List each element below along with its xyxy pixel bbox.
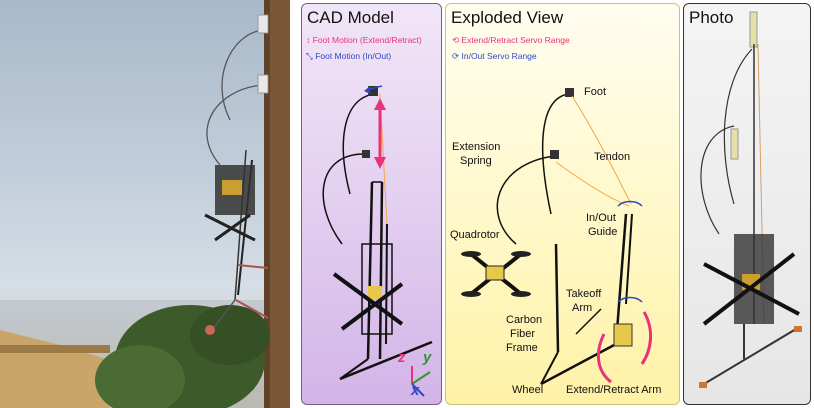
cad-model-title: CAD Model	[307, 8, 394, 27]
curved-double-arrow-icon: ⟲	[452, 35, 460, 45]
wall	[268, 0, 290, 408]
exploded-view-panel: Exploded View ⟲ Extend/Retract Servo Ran…	[445, 3, 680, 405]
photo-right-illustration	[699, 11, 802, 388]
cad-model-panel: CAD Model ↕ Foot Motion (Extend/Retract)…	[301, 3, 442, 405]
photo-left-climbing	[0, 0, 290, 408]
label-in-out-guide-1: In/Out	[586, 212, 616, 224]
double-arrow-vertical-icon: ↕	[306, 35, 311, 45]
label-extension-spring-1: Extension	[452, 141, 501, 153]
curved-double-arrow-blue-icon: ⟳	[452, 51, 460, 61]
label-quadrotor: Quadrotor	[450, 229, 500, 241]
label-extend-retract-arm: Extend/Retract Arm	[566, 384, 662, 396]
double-arrow-diagonal-icon: ⤡	[306, 51, 313, 61]
label-foot: Foot	[584, 86, 607, 98]
label-wheel: Wheel	[512, 384, 544, 396]
legend-in-out: ⤡ Foot Motion (In/Out)	[306, 51, 392, 61]
label-carbon-fiber-frame-2: Fiber	[510, 328, 536, 340]
axis-x-label: x	[411, 382, 420, 399]
label-extension-spring-2: Spring	[460, 155, 492, 167]
label-takeoff-arm-2: Arm	[572, 302, 593, 314]
photo-title: Photo	[689, 8, 734, 27]
quadrotor-drawing	[461, 251, 531, 297]
label-carbon-fiber-frame-1: Carbon	[506, 314, 543, 326]
axis-z-label: z	[398, 349, 406, 366]
cad-model-drawing	[322, 85, 433, 381]
label-takeoff-arm-1: Takeoff	[566, 288, 602, 300]
photo-left-illustration	[0, 0, 290, 408]
photo-panel: Photo	[683, 3, 811, 405]
legend-extend-retract: ↕ Foot Motion (Extend/Retract)	[306, 35, 422, 45]
label-tendon: Tendon	[594, 151, 631, 163]
exploded-view-title: Exploded View	[451, 8, 564, 27]
legend-in-out-range: ⟳ In/Out Servo Range	[452, 51, 537, 61]
axis-y-label: y	[423, 349, 432, 366]
label-in-out-guide-2: Guide	[588, 226, 618, 238]
legend-extend-retract-range: ⟲ Extend/Retract Servo Range	[452, 35, 570, 45]
exploded-view-drawing	[461, 88, 652, 386]
label-carbon-fiber-frame-3: Frame	[506, 342, 538, 354]
